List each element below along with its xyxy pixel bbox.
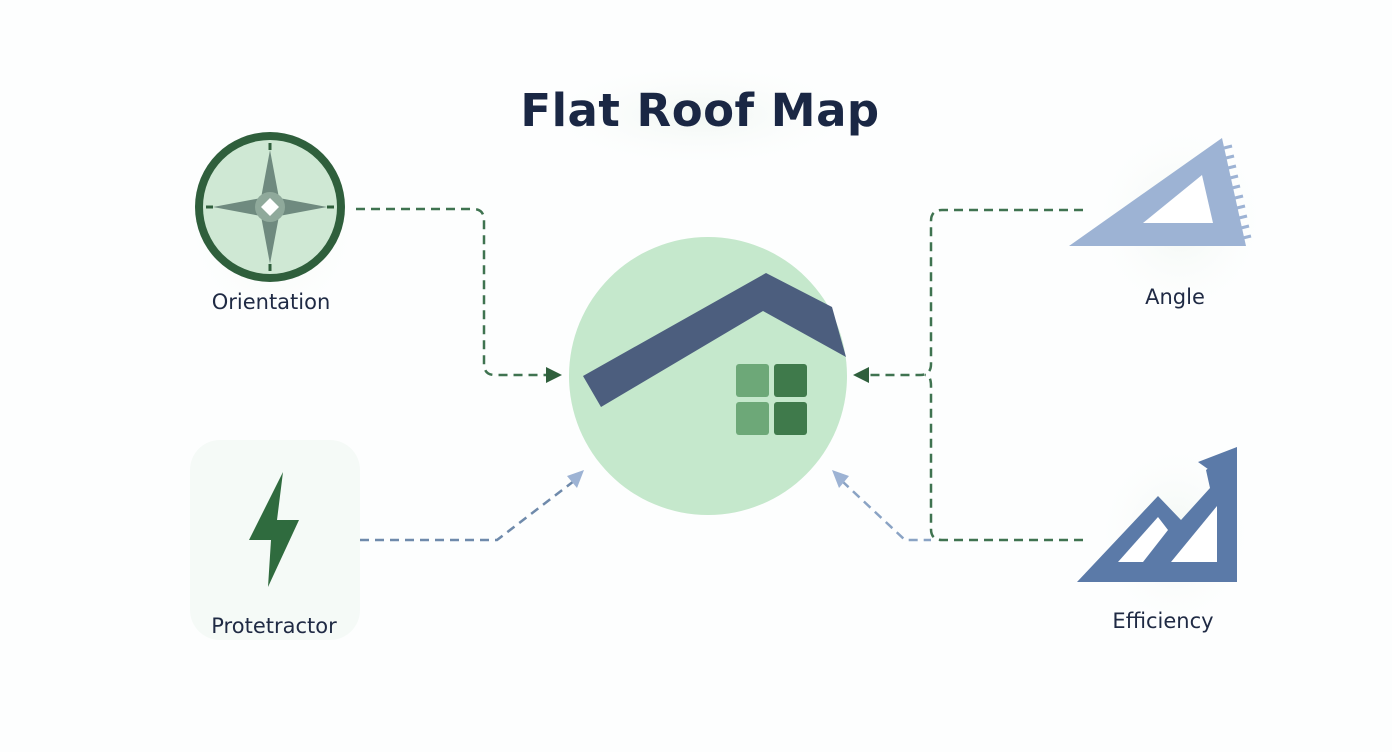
connectors bbox=[356, 207, 1083, 542]
growth-chart-icon bbox=[1077, 447, 1237, 582]
protractor-label: Protetractor bbox=[211, 614, 337, 638]
arrowhead-angle bbox=[853, 367, 869, 383]
house-roof-icon bbox=[583, 273, 846, 435]
arrowheads bbox=[546, 367, 869, 488]
connector-angle-to-center bbox=[868, 208, 1083, 377]
arrowhead-orientation bbox=[546, 367, 562, 383]
diagram-title: Flat Roof Map bbox=[520, 84, 880, 137]
center-node bbox=[569, 237, 847, 515]
angle-label: Angle bbox=[1145, 285, 1205, 309]
connector-orientation-to-center bbox=[356, 207, 548, 377]
set-square-icon bbox=[1069, 138, 1252, 246]
lightning-icon bbox=[249, 472, 299, 587]
connector-protractor-to-center bbox=[360, 480, 575, 542]
connector-efficiency-to-center bbox=[924, 373, 1083, 542]
orientation-label: Orientation bbox=[211, 290, 331, 314]
connector-center-to-efficiency bbox=[841, 480, 931, 542]
arrowhead-protractor bbox=[567, 470, 584, 488]
efficiency-label: Efficiency bbox=[1112, 609, 1214, 633]
arrowhead-efficiency bbox=[832, 470, 849, 488]
compass-icon bbox=[195, 132, 345, 282]
